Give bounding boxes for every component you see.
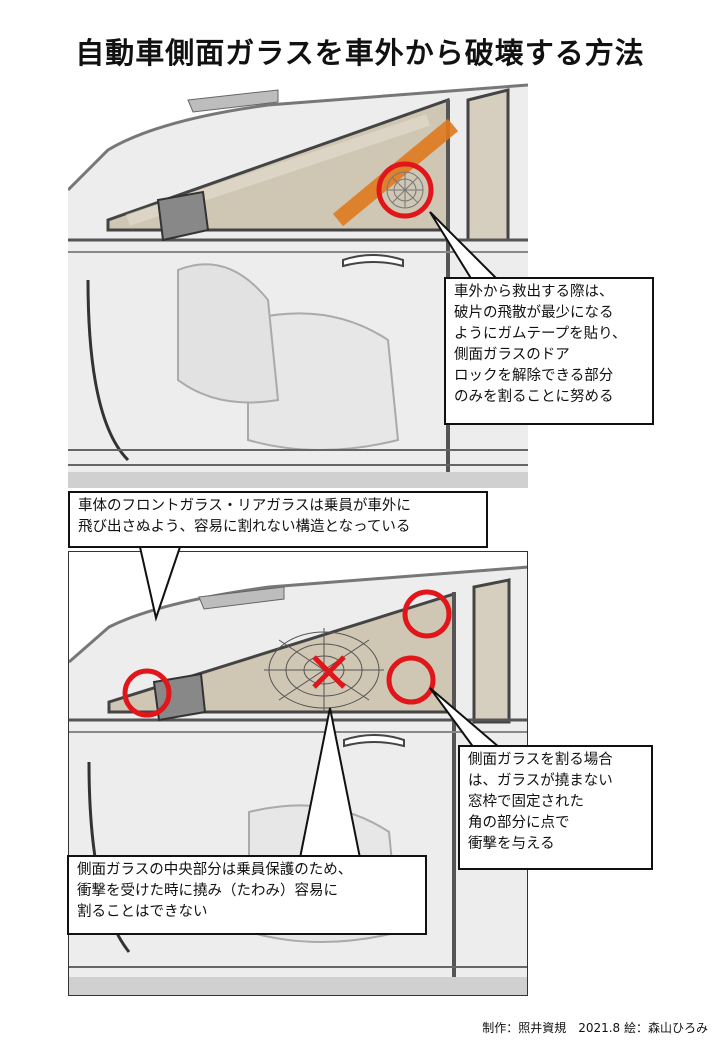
pointer-tape-callout <box>429 211 501 281</box>
door-handle-bottom <box>343 734 405 748</box>
callout-corner-strike-text: 側面ガラスを割る場合 は、ガラスが撓まない 窓枠で固定された 角の部分に点で 衝… <box>468 752 613 852</box>
pointer-corner-callout <box>429 687 503 749</box>
page-title: 自動車側面ガラスを車外から破壊する方法 <box>75 36 645 70</box>
callout-body-glass: 車体のフロントガラス・リアガラスは乗員が車外に 飛び出さぬよう、容易に割れない構… <box>68 491 488 548</box>
pointer-body-glass-callout <box>138 546 182 622</box>
callout-center-flex-text: 側面ガラスの中央部分は乗員保護のため、 衝撃を受けた時に撓み（たわみ）容易に 割… <box>77 862 353 920</box>
side-mirror <box>156 190 210 242</box>
crack-mark-top <box>386 171 424 209</box>
door-handle <box>342 254 404 268</box>
callout-corner-strike: 側面ガラスを割る場合 は、ガラスが撓まない 窓枠で固定された 角の部分に点で 衝… <box>458 745 653 870</box>
target-circle-mirror-corner <box>122 668 172 718</box>
callout-body-glass-text: 車体のフロントガラス・リアガラスは乗員が車外に 飛び出さぬよう、容易に割れない構… <box>78 498 411 535</box>
target-circle-lower-corner <box>386 655 436 705</box>
tape-strip <box>332 118 459 227</box>
target-circle-top <box>376 161 434 219</box>
callout-tape-rescue: 車外から救出する際は、 破片の飛散が最少になる ようにガムテープを貼り、 側面ガ… <box>444 277 654 425</box>
pointer-center-callout <box>298 707 362 859</box>
target-circle-upper-corner <box>402 589 452 639</box>
x-mark <box>312 655 346 689</box>
callout-center-flex: 側面ガラスの中央部分は乗員保護のため、 衝撃を受けた時に撓み（たわみ）容易に 割… <box>67 855 427 935</box>
callout-tape-rescue-text: 車外から救出する際は、 破片の飛散が最少になる ようにガムテープを貼り、 側面ガ… <box>454 284 627 405</box>
credit-line: 制作：照井資規 2021.8 絵：森山ひろみ <box>482 1021 708 1035</box>
